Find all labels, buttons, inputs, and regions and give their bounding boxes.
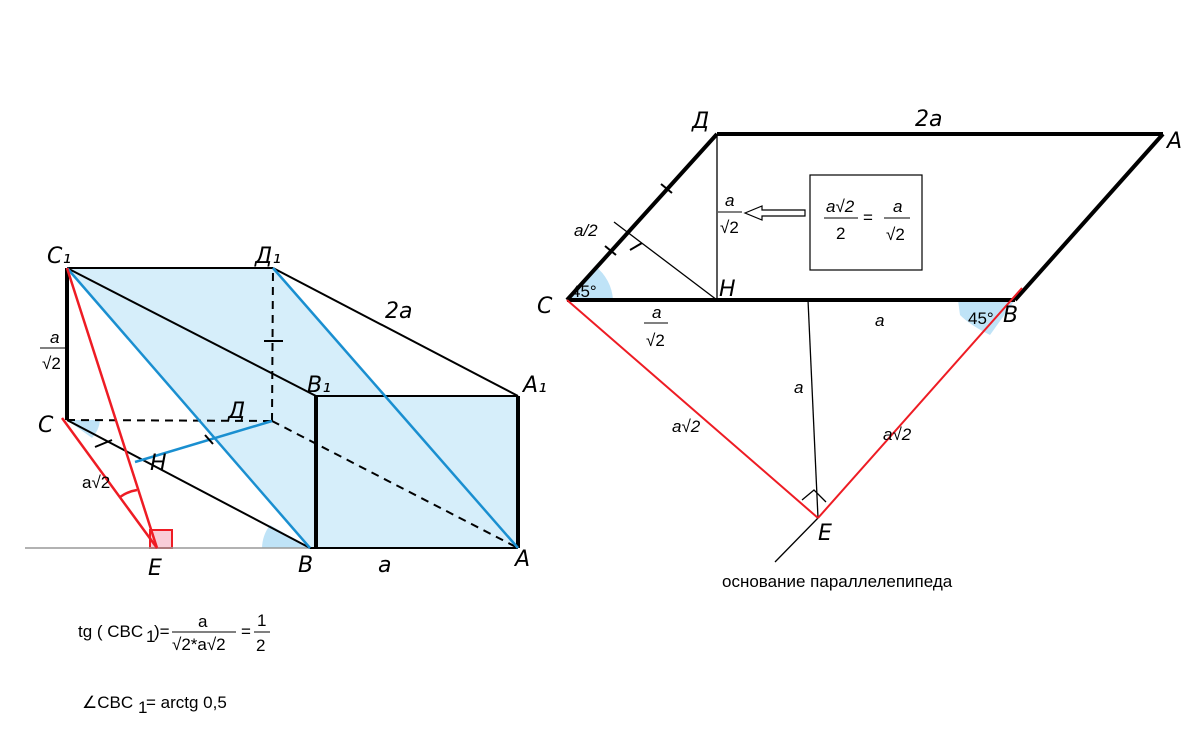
short-edge-label: a — [378, 553, 391, 578]
angle-c-label: 45° — [571, 282, 597, 301]
hb-label: a — [875, 311, 884, 330]
extension-e-line — [774, 517, 819, 563]
height-label-num: a — [50, 328, 59, 347]
diagonal-d1-a — [272, 267, 519, 549]
tg-den: √2*a√2 — [172, 635, 226, 654]
ch-num: a — [652, 303, 661, 322]
top-side-label: 2a — [915, 107, 942, 132]
tg-prefix: tg ( CBC — [78, 622, 143, 641]
base-caption: основание параллелепипеда — [722, 572, 953, 591]
angle-fill-45-c — [567, 266, 613, 300]
ce-label: a√2 — [82, 473, 110, 492]
tick-c-h — [94, 439, 113, 448]
vertex-d-label: Д — [227, 399, 245, 424]
tick-cd-2 — [604, 245, 617, 256]
tg-eq: = — [241, 622, 251, 641]
hidden-edge-d-d1 — [271, 267, 274, 422]
perpendicular-h-cd — [613, 221, 718, 301]
vertex-h-label: H — [719, 277, 736, 302]
ce-label: a√2 — [672, 417, 701, 436]
parallelepiped-figure: C₁ Д₁ B₁ A₁ C Д B A E H a √2 2a a a√2 — [25, 244, 547, 581]
vertex-a-label: A — [513, 547, 530, 572]
tg-res-den: 2 — [256, 636, 265, 655]
tg-close: )= — [154, 622, 170, 641]
height-label-den: √2 — [42, 354, 61, 373]
tg-num: a — [198, 612, 208, 631]
formula-box — [809, 174, 923, 271]
box-left-den: 2 — [836, 224, 845, 243]
vertex-b-label: B — [1003, 303, 1018, 328]
box-right-num: a — [893, 197, 902, 216]
segment-b-e — [817, 287, 1023, 519]
vertex-c-label: C — [38, 413, 54, 438]
angle-rest: = arctg 0,5 — [146, 693, 227, 712]
angle-formula: ∠CBC 1 = arctg 0,5 — [82, 693, 227, 717]
line-c-e — [60, 417, 159, 549]
angle-sub: 1 — [138, 698, 147, 717]
side-c-d — [565, 132, 719, 302]
edge-c1-b1 — [66, 267, 317, 397]
box-eq: = — [863, 208, 873, 227]
hidden-edge-c-d — [66, 419, 273, 422]
right-angle-mark-e — [801, 489, 827, 503]
vertex-a-label: A — [1165, 129, 1182, 154]
angle-prefix: ∠CBC — [82, 693, 133, 712]
vertex-c1-label: C₁ — [47, 244, 71, 269]
tg-res-num: 1 — [257, 611, 266, 630]
ch-den: √2 — [646, 331, 665, 350]
angle-fill-45-b — [958, 300, 1015, 335]
hidden-edge-d-a — [271, 420, 519, 549]
tick-cd-1 — [660, 183, 673, 194]
height-e-line — [807, 299, 819, 519]
angle-b-label: 45° — [968, 309, 994, 328]
vertex-b-label: B — [298, 553, 313, 578]
vertex-d1-label: Д₁ — [254, 244, 281, 269]
vertex-a1-label: A₁ — [521, 373, 547, 398]
side-a-b — [1013, 132, 1165, 302]
height-label: a — [794, 378, 803, 397]
box-right-den: √2 — [886, 225, 905, 244]
line-c1-e — [65, 267, 159, 549]
edge-d1-a1 — [272, 267, 519, 397]
vertex-h-label: H — [150, 451, 167, 476]
tick-h-perp — [629, 242, 643, 251]
vertex-e-label: E — [148, 556, 162, 581]
vertex-d-label: Д — [691, 109, 709, 134]
dh-den: √2 — [720, 218, 739, 237]
be-label: a√2 — [883, 425, 912, 444]
tg-sub: 1 — [146, 627, 155, 646]
box-left-num: a√2 — [826, 197, 855, 216]
half-label: a/2 — [574, 221, 598, 240]
segment-c-e — [566, 299, 819, 519]
diagonal-c1-b — [66, 267, 311, 549]
vertex-c-label: C — [537, 294, 553, 319]
vertex-e-label: E — [818, 521, 832, 546]
front-face-fill — [316, 396, 518, 548]
tangent-formula: tg ( CBC 1 )= a √2*a√2 = 1 2 — [78, 611, 270, 655]
tick-h-d — [204, 434, 214, 445]
angle-arc-e — [119, 488, 138, 499]
vertex-b1-label: B₁ — [307, 373, 331, 398]
base-parallelogram-figure: Д A C B H E 2a a/2 a √2 a √2 a a a√2 a√2… — [537, 107, 1182, 563]
long-edge-label: 2a — [385, 299, 412, 324]
dh-num: a — [725, 191, 734, 210]
height-d-h — [134, 419, 273, 464]
arrow-left-icon — [743, 205, 806, 221]
